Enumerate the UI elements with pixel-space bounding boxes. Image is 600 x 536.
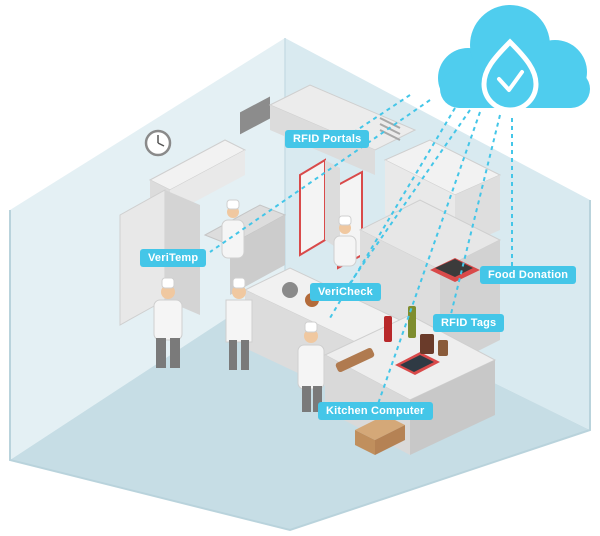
chef-figures [153, 199, 357, 412]
connector-vericheck [347, 109, 471, 287]
chef [225, 277, 253, 370]
connector-kitchen-computer [377, 111, 481, 405]
chef [297, 321, 325, 412]
label-rfid-tags: RFID Tags [433, 314, 505, 332]
label-vericheck: VeriCheck [310, 283, 382, 301]
label-food-donation: Food Donation [480, 266, 577, 284]
label-rfid-portals: RFID Portals [285, 130, 370, 148]
chef [153, 277, 183, 368]
label-veritemp: VeriTemp [140, 249, 207, 267]
label-kitchen-computer: Kitchen Computer [318, 402, 433, 420]
cloud-icon [438, 5, 590, 108]
kitchen-computer-icon [395, 352, 440, 375]
chef [221, 199, 245, 259]
droplet-check-icon [481, 38, 539, 113]
clock-icon [144, 129, 172, 157]
chef [333, 215, 357, 267]
room-edges [9, 200, 591, 532]
tagged-bottles [384, 306, 448, 356]
floor [10, 280, 590, 530]
connector-rfid-tags [449, 114, 501, 319]
